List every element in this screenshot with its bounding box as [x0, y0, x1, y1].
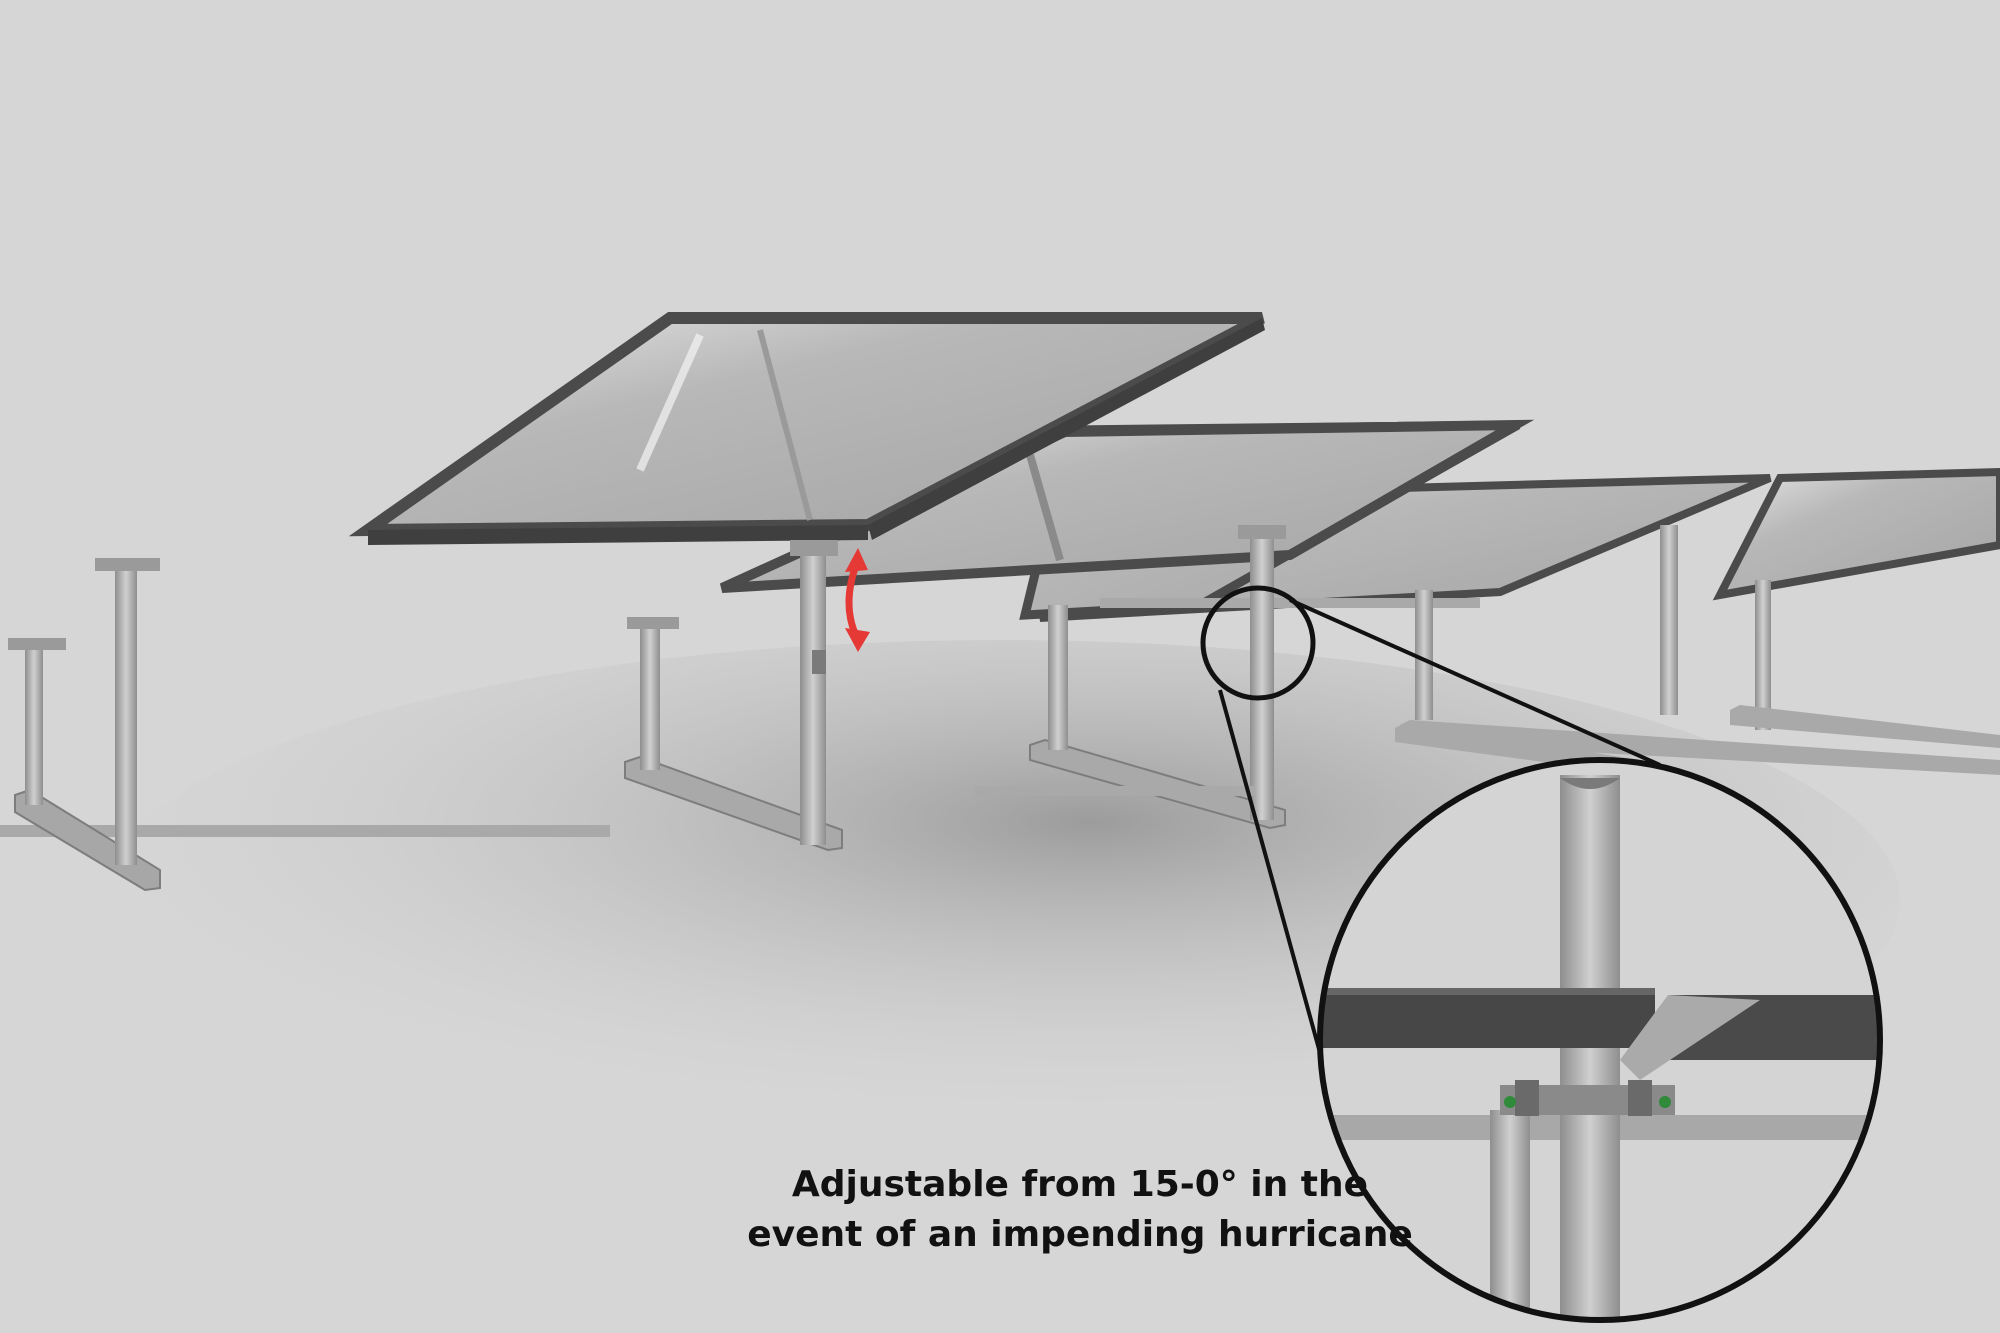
callout-line-top [1289, 598, 1661, 767]
detail-magnified [1320, 760, 1880, 1320]
caption-line-2: event of an impending hurricane [747, 1214, 1413, 1255]
caption-text: Adjustable from 15-0° in the event of an… [740, 1160, 1420, 1260]
empty-stand-left [0, 558, 610, 892]
stand-row-three [975, 525, 1640, 830]
callout-line-bottom [1218, 689, 1324, 1061]
caption-line-1: Adjustable from 15-0° in the [791, 1164, 1369, 1205]
callout-magnifier-circle [1317, 757, 1883, 1323]
stand-main [790, 540, 838, 845]
tilt-arrow-icon [845, 548, 870, 652]
callout-small-circle [1200, 585, 1316, 701]
panel-main [348, 312, 1265, 545]
